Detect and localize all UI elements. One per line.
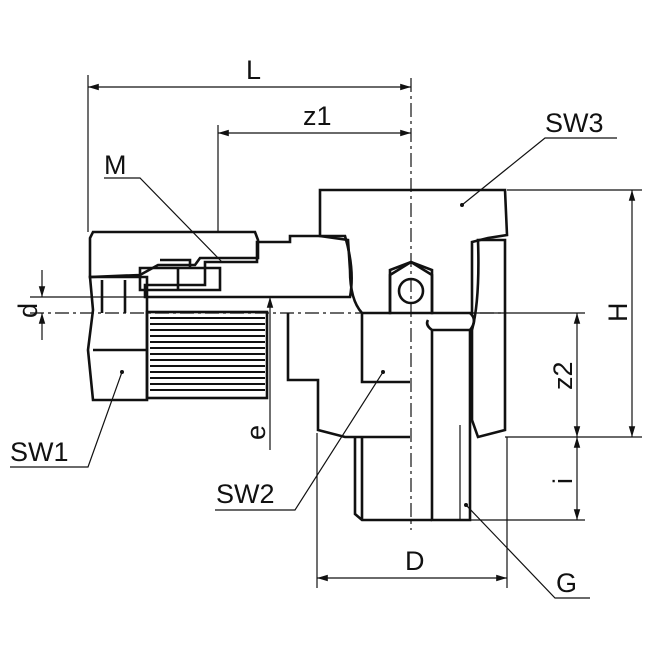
body-sw3-section (318, 188, 509, 315)
leader-dot (381, 370, 385, 374)
label-H: H (603, 303, 633, 323)
elbow-body (286, 313, 410, 439)
leader-dot (120, 370, 124, 374)
label-M: M (104, 150, 127, 180)
leader-SW3 (461, 137, 617, 206)
seal-ring-section (470, 238, 507, 439)
leader-dot (464, 503, 468, 507)
leader-M (104, 177, 223, 263)
drill-bore (388, 260, 434, 315)
leader-dot (460, 203, 464, 207)
label-L: L (246, 55, 261, 85)
label-G: G (556, 568, 577, 598)
stem-wall-section (430, 328, 472, 522)
threaded-spigot (353, 437, 432, 522)
leader-SW1 (10, 371, 123, 468)
label-z2: z2 (548, 361, 578, 390)
o-ring-groove (425, 312, 476, 332)
label-D: D (405, 546, 425, 576)
knurled-sleeve (145, 310, 269, 400)
label-e: e (241, 425, 271, 440)
union-nut-m-section (88, 230, 260, 279)
label-i: i (548, 478, 578, 484)
leader-SW2 (215, 371, 384, 511)
hex-nut-sw1 (86, 275, 149, 402)
cross-hole (397, 277, 425, 305)
tube-section (143, 234, 353, 299)
label-z1: z1 (303, 101, 332, 131)
label-SW2: SW2 (216, 479, 275, 509)
leader-G (465, 504, 590, 599)
label-d: d (13, 303, 43, 318)
label-SW1: SW1 (10, 437, 69, 467)
clamp-ring (138, 258, 222, 292)
label-SW3: SW3 (545, 108, 604, 138)
